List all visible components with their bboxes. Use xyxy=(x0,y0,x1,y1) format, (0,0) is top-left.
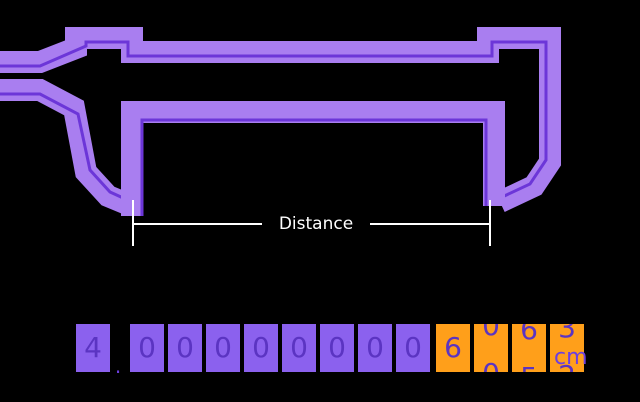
caliper-slider-jaw xyxy=(0,79,137,217)
digit-fraction-5: 0 xyxy=(282,324,316,372)
decimal-point: . xyxy=(114,354,122,378)
digit-fraction-4: 0 xyxy=(244,324,278,372)
digit-fraction-12: 32 xyxy=(550,324,584,372)
distance-label: Distance xyxy=(278,214,354,234)
digit-fraction-2: 0 xyxy=(168,324,202,372)
caliper-main-beam xyxy=(0,27,561,212)
caliper-inner-jaws-outline xyxy=(140,118,488,216)
digit-fraction-1: 0 xyxy=(130,324,164,372)
digit-fraction-8: 0 xyxy=(396,324,430,372)
digit-fraction-9: 6 xyxy=(436,324,470,372)
digit-fraction-6: 0 xyxy=(320,324,354,372)
digit-integer: 4 xyxy=(76,324,110,372)
unit-label: cm xyxy=(554,345,588,370)
caliper-main-beam-outline xyxy=(0,40,548,200)
digit-fraction-3: 0 xyxy=(206,324,240,372)
caliper-inner-jaws xyxy=(121,101,505,216)
digit-fraction-11: 65 xyxy=(512,324,546,372)
digit-fraction-10: 00 xyxy=(474,324,508,372)
caliper-slider-jaw-outline xyxy=(0,92,133,204)
digit-fraction-7: 0 xyxy=(358,324,392,372)
